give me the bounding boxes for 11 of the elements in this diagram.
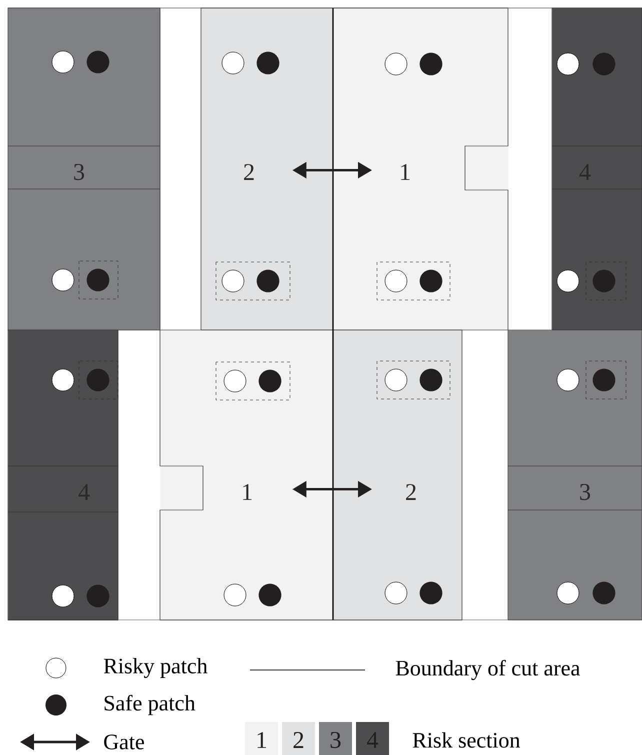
legend-text: Safe patch bbox=[104, 694, 196, 716]
section-area: 2 bbox=[200, 8, 334, 330]
legend-text: Boundary of cut area bbox=[396, 660, 580, 680]
legend-heading: Risk section bbox=[412, 732, 520, 748]
section-area: 3 bbox=[508, 330, 642, 620]
legend-text: Risky patch bbox=[104, 658, 208, 678]
section-area: 2 bbox=[332, 330, 462, 620]
section-area: 3 bbox=[8, 8, 160, 330]
legend-text: Gate bbox=[104, 734, 144, 750]
section-area: 1 bbox=[160, 330, 334, 620]
section-area: 1 bbox=[332, 8, 508, 330]
